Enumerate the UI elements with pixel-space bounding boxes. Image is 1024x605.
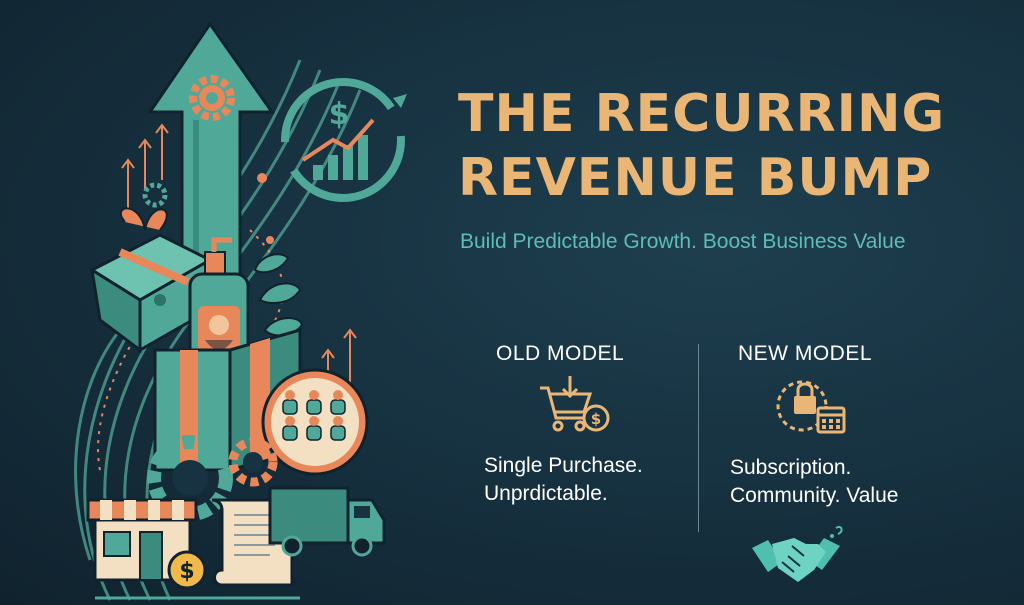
old-model-text: Single Purchase. Unprdictable. [484,452,708,508]
dollar-cycle-icon: $ [281,78,407,202]
handshake-icon [752,525,843,582]
old-model-heading: OLD MODEL [496,342,625,365]
new-model-column: NEW MODEL Subscription. Community. Value [710,342,960,510]
new-model-line-1: Subscription. [730,456,852,479]
gear-icon [189,75,235,121]
title-line-1: THE RECURRING [458,84,946,144]
svg-text:$: $ [329,97,350,132]
divider [698,344,699,532]
old-model-line-1: Single Purchase. [484,454,643,477]
old-model-line-2: Unprdictable. [484,482,608,505]
subtitle: Build Predictable Growth. Boost Business… [460,230,906,253]
old-model-column: OLD MODEL $ Single Purchase. Unprdictabl… [458,342,708,508]
svg-text:$: $ [591,410,601,428]
delivery-truck-icon [268,486,386,557]
new-model-heading: NEW MODEL [738,342,873,365]
growth-illustration: $ [74,21,407,601]
dollar-coin-icon: $ [167,550,207,590]
gear-icon [142,182,168,208]
new-model-text: Subscription. Community. Value [730,454,960,510]
title-line-2: REVENUE BUMP [458,148,933,208]
community-icon [261,368,369,476]
page-title: THE RECURRING REVENUE BUMP [458,82,998,210]
lock-calendar-icon [772,374,960,440]
new-model-line-2: Community. Value [730,484,899,507]
gear-icon [228,437,278,487]
svg-text:$: $ [179,559,194,584]
cart-dollar-icon: $ [538,374,708,438]
